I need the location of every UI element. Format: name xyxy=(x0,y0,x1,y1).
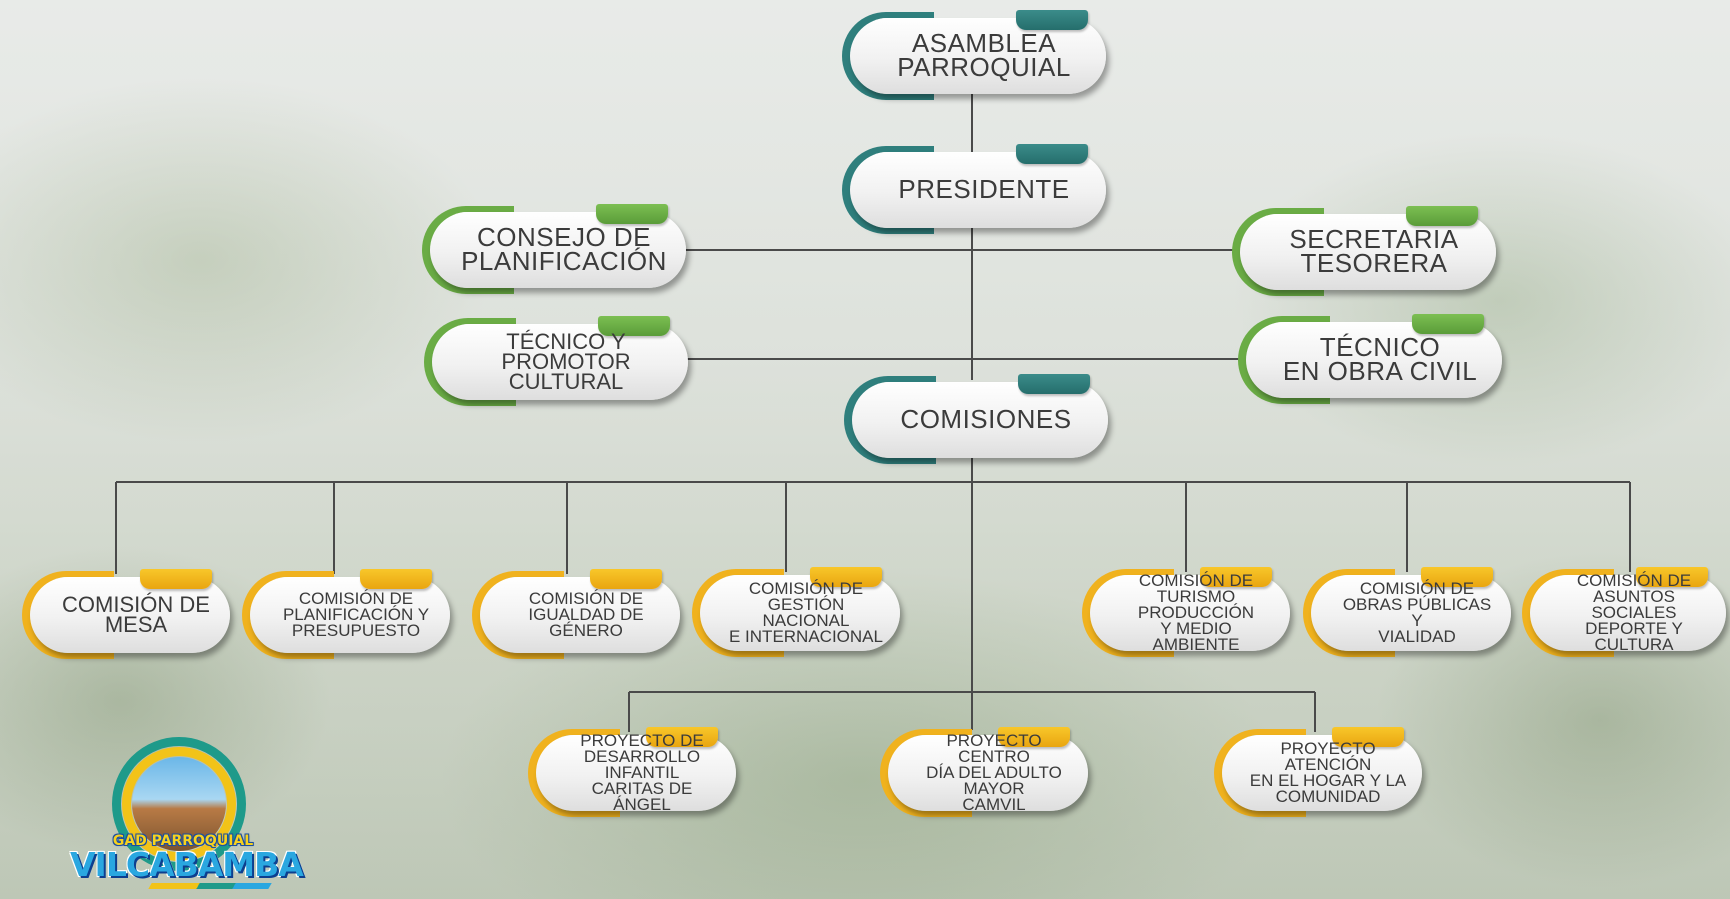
node-secretaria-tesorera: SECRETARIA TESORERA xyxy=(1232,206,1496,296)
node-label: COMISIÓN DE OBRAS PÚBLICAS Y VIALIDAD xyxy=(1342,578,1492,647)
node-label: SECRETARIA TESORERA xyxy=(1289,224,1459,278)
node-label: PRESIDENTE xyxy=(898,174,1070,205)
node-label: COMISIÓN DE GESTIÓN NACIONAL E INTERNACI… xyxy=(729,578,883,647)
node-label: TÉCNICO EN OBRA CIVIL xyxy=(1282,332,1478,386)
gad-vilcabamba-logo: GAD PARROQUIAL VILCABAMBA xyxy=(70,735,304,895)
node-comision-obras-publicas: COMISIÓN DE OBRAS PÚBLICAS Y VIALIDAD xyxy=(1303,567,1511,657)
node-proyecto-centro-adulto-mayor: PROYECTO CENTRO DÍA DEL ADULTO MAYOR CAM… xyxy=(880,727,1088,817)
node-comision-igualdad-genero: COMISIÓN DE IGUALDAD DE GÉNERO xyxy=(472,569,680,659)
logo-line1: GAD PARROQUIAL xyxy=(112,833,254,849)
logo-line2: VILCABAMBA xyxy=(70,845,304,884)
node-proyecto-desarrollo-infantil: PROYECTO DE DESARROLLO INFANTIL CARITAS … xyxy=(528,727,736,817)
node-comision-turismo: COMISIÓN DE TURISMO PRODUCCIÓN Y MEDIO A… xyxy=(1082,567,1290,657)
node-label: COMISIÓN DE PLANIFICACIÓN Y PRESUPUESTO xyxy=(282,588,430,641)
node-label: COMISIÓN DE ASUNTOS SOCIALES DEPORTE Y C… xyxy=(1576,570,1692,655)
node-comision-planificacion-presupuesto: COMISIÓN DE PLANIFICACIÓN Y PRESUPUESTO xyxy=(242,569,450,659)
node-label: ASAMBLEA PARROQUIAL xyxy=(897,28,1071,82)
node-consejo-planificacion: CONSEJO DE PLANIFICACIÓN xyxy=(422,204,686,294)
node-asamblea-parroquial: ASAMBLEA PARROQUIAL xyxy=(842,10,1106,100)
node-label: PROYECTO DE DESARROLLO INFANTIL CARITAS … xyxy=(580,730,704,815)
node-comision-asuntos-sociales: COMISIÓN DE ASUNTOS SOCIALES DEPORTE Y C… xyxy=(1522,567,1726,657)
node-label: TÉCNICO Y PROMOTOR CULTURAL xyxy=(501,328,631,395)
logo-stripe xyxy=(148,883,272,889)
node-label: COMISIÓN DE MESA xyxy=(62,591,210,637)
node-label: PROYECTO ATENCIÓN EN EL HOGAR Y LA COMUN… xyxy=(1249,738,1407,807)
node-presidente: PRESIDENTE xyxy=(842,144,1106,234)
node-proyecto-atencion-hogar: PROYECTO ATENCIÓN EN EL HOGAR Y LA COMUN… xyxy=(1214,727,1422,817)
logo-outer-ring xyxy=(112,737,246,871)
node-label: PROYECTO CENTRO DÍA DEL ADULTO MAYOR CAM… xyxy=(926,730,1062,815)
node-comision-gestion-nacional: COMISIÓN DE GESTIÓN NACIONAL E INTERNACI… xyxy=(692,567,900,657)
logo-middle-ring xyxy=(122,747,236,861)
node-label: CONSEJO DE PLANIFICACIÓN xyxy=(461,222,667,276)
node-tecnico-promotor-cultural: TÉCNICO Y PROMOTOR CULTURAL xyxy=(424,316,688,406)
node-comisiones: COMISIONES xyxy=(844,374,1108,464)
node-comision-mesa: COMISIÓN DE MESA xyxy=(22,569,230,659)
logo-emblem xyxy=(132,757,226,851)
node-tecnico-obra-civil: TÉCNICO EN OBRA CIVIL xyxy=(1238,314,1502,404)
node-label: COMISIÓN DE IGUALDAD DE GÉNERO xyxy=(528,588,644,641)
node-label: COMISIONES xyxy=(900,404,1072,435)
node-label: COMISIÓN DE TURISMO PRODUCCIÓN Y MEDIO A… xyxy=(1137,570,1255,655)
